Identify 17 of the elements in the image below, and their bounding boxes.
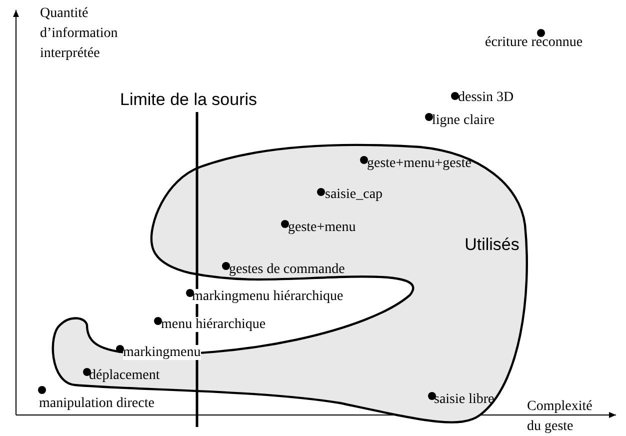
point-label: gestes de commande <box>229 262 345 277</box>
point-label: markingmenu hiérarchique <box>192 289 344 304</box>
point-label: geste+menu+geste <box>367 156 472 171</box>
point-label: déplacement <box>89 368 160 383</box>
point-label: écriture reconnue <box>485 35 583 50</box>
point-label: menu hiérarchique <box>161 317 266 332</box>
axis-title: Complexité du geste <box>527 398 594 436</box>
axis-title: Quantité d’information interprétée <box>40 5 119 63</box>
point-label: saisie libre <box>434 392 494 407</box>
region-label: Utilisés <box>464 235 520 255</box>
point-label: geste+menu <box>288 220 356 235</box>
point-label: ligne claire <box>432 113 495 128</box>
point-label: saisie_cap <box>325 187 383 202</box>
point-label: manipulation directe <box>39 396 154 411</box>
point-label: dessin 3D <box>458 90 514 105</box>
point-label: markingmenu <box>123 345 201 360</box>
boundary-label: Limite de la souris <box>120 90 258 110</box>
